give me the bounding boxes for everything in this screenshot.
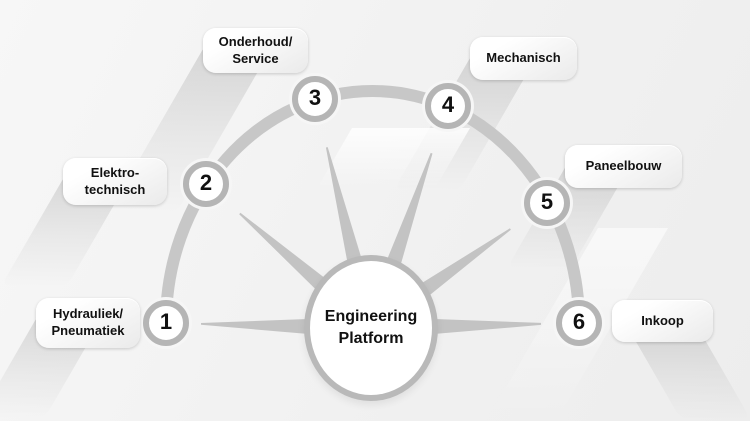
label-mechanisch: Mechanisch (470, 37, 577, 80)
label-line: Inkoop (641, 312, 684, 328)
label-onderhoud-service: Onderhoud/ Service (203, 28, 308, 73)
node-number-2: 2 (199, 170, 213, 195)
hub-title-line: Platform (338, 330, 404, 347)
node-circle-4: 4 (425, 83, 471, 129)
node-circle-1: 1 (143, 300, 189, 346)
node-number-5: 5 (540, 189, 554, 214)
node-circle-2: 2 (183, 161, 229, 207)
label-line: Mechanisch (486, 50, 561, 66)
node-number-6: 6 (572, 309, 586, 334)
node-number-3: 3 (308, 85, 322, 110)
center-circle: Engineering Platform (304, 255, 438, 401)
label-line: Onderhoud/ (218, 33, 293, 49)
label-elektrotechnisch: Elektro- technisch (63, 158, 167, 205)
node-number-4: 4 (441, 92, 455, 117)
label-line: Service (232, 50, 279, 66)
node-circle-3: 3 (292, 76, 338, 122)
label-line: Hydrauliek/ (52, 306, 124, 322)
hub-title-line: Engineering (324, 308, 418, 326)
node-circle-6: 6 (556, 300, 602, 346)
node-circle-5: 5 (524, 180, 570, 226)
label-paneelbouw: Paneelbouw (565, 145, 682, 188)
node-number-1: 1 (159, 309, 173, 334)
label-line: Elektro- (90, 164, 140, 180)
label-line: Paneelbouw (585, 158, 662, 174)
label-inkoop: Inkoop (612, 300, 713, 342)
label-line: Pneumatiek (51, 323, 125, 338)
label-line: technisch (84, 181, 146, 197)
label-hydrauliek-pneumatiek: Hydrauliek/ Pneumatiek (36, 298, 140, 348)
